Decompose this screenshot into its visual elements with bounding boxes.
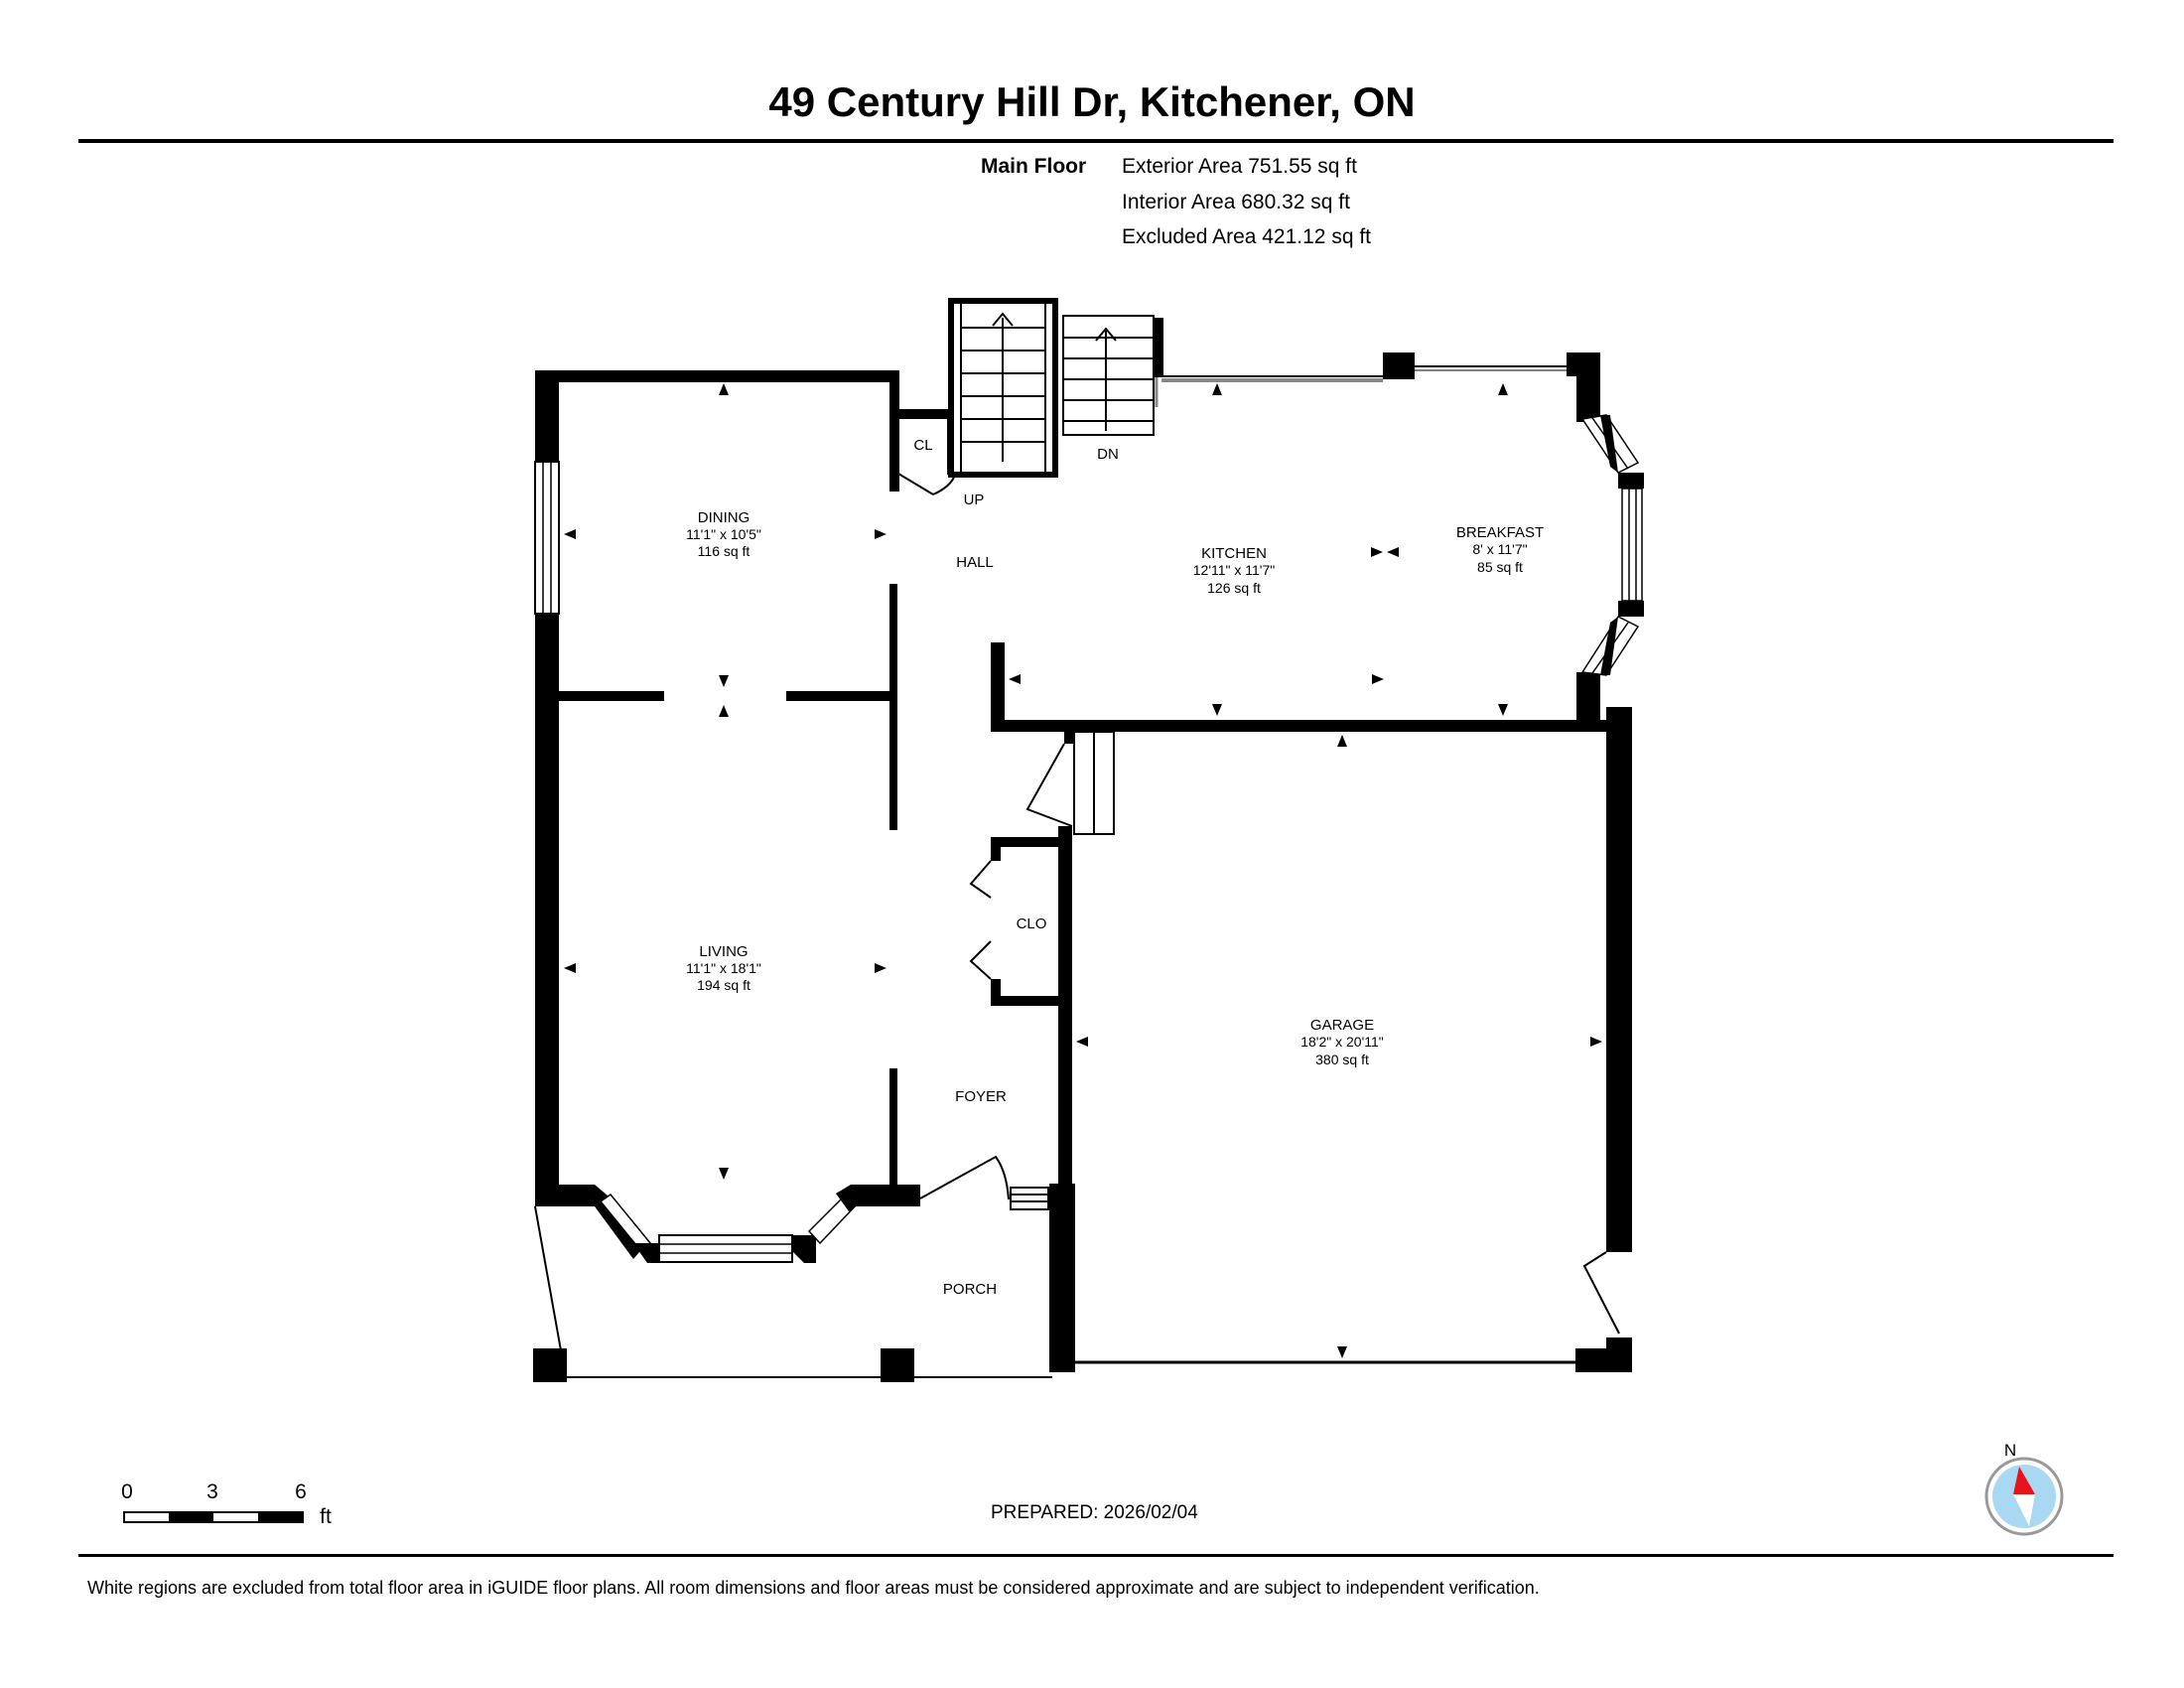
room-garage-name: GARAGE bbox=[1310, 1017, 1374, 1034]
bay-window-living bbox=[595, 1185, 864, 1263]
room-dining-area: 116 sq ft bbox=[698, 543, 751, 559]
room-clo-name: CLO bbox=[1017, 915, 1047, 932]
wall-kitchen-west bbox=[991, 642, 1005, 732]
arrow bbox=[1212, 383, 1222, 395]
excluded-area: Excluded Area 421.12 sq ft bbox=[1122, 225, 1372, 248]
wall-cl-top bbox=[889, 409, 955, 419]
compass-north-label: N bbox=[2004, 1441, 2016, 1460]
wall-west-lower bbox=[535, 614, 559, 1199]
room-living-dims: 11'1" x 18'1" bbox=[686, 960, 761, 976]
arrow bbox=[875, 529, 887, 539]
arrow bbox=[719, 383, 729, 395]
exterior-area: Exterior Area 751.55 sq ft bbox=[1122, 155, 1357, 178]
wall-north-dining bbox=[535, 370, 897, 382]
floor-label: Main Floor bbox=[981, 155, 1087, 178]
wall-bay-lower bbox=[1618, 601, 1644, 617]
room-dining-dims: 11'1" x 10'5" bbox=[686, 526, 761, 542]
prepared-date: PREPARED: 2026/02/04 bbox=[991, 1502, 1198, 1523]
dimension-arrows bbox=[564, 383, 1602, 1358]
room-living-area: 194 sq ft bbox=[697, 977, 751, 993]
room-dining-name: DINING bbox=[698, 509, 751, 526]
wall-garage-se-2 bbox=[1606, 1337, 1632, 1372]
room-kitchen-dims: 12'11" x 11'7" bbox=[1193, 562, 1276, 578]
wall-kitchen-north-post bbox=[1383, 352, 1415, 379]
wall-dining-living-right bbox=[786, 691, 897, 701]
arrow bbox=[1372, 674, 1384, 684]
wall-clo-top bbox=[991, 837, 1062, 847]
wall-west-upper bbox=[535, 370, 559, 462]
walls bbox=[533, 318, 1644, 1382]
wall-hall-west bbox=[889, 584, 897, 830]
room-garage-dims: 18'2" x 20'11" bbox=[1300, 1034, 1384, 1050]
arrow bbox=[1590, 1037, 1602, 1047]
compass-icon: N bbox=[1984, 1441, 2064, 1536]
stairs-up-label: UP bbox=[964, 492, 985, 508]
room-garage-area: 380 sq ft bbox=[1315, 1052, 1369, 1067]
disclaimer-text: White regions are excluded from total fl… bbox=[87, 1578, 1540, 1598]
wall-living-sw bbox=[535, 1185, 595, 1206]
scale-bar: 0 3 6 ft bbox=[121, 1480, 332, 1528]
thin-lines bbox=[534, 365, 1620, 1378]
interior-area: Interior Area 680.32 sq ft bbox=[1122, 191, 1350, 213]
arrow bbox=[719, 675, 729, 687]
arrow bbox=[1009, 674, 1021, 684]
room-porch-name: PORCH bbox=[943, 1281, 997, 1298]
bay-window-breakfast bbox=[1580, 414, 1643, 676]
scale-unit: ft bbox=[320, 1505, 332, 1528]
room-cl-name: CL bbox=[913, 437, 932, 454]
wall-bay-upper bbox=[1618, 473, 1644, 489]
window-west-dining bbox=[534, 461, 560, 615]
stairs-down-label: DN bbox=[1097, 446, 1119, 463]
room-labels: DINING 11'1" x 10'5" 116 sq ft LIVING 11… bbox=[686, 437, 1544, 1298]
wall-clo-bottom-stub bbox=[991, 979, 1001, 1003]
wall-kitchen-north-stub bbox=[1154, 318, 1163, 377]
header-divider bbox=[78, 139, 2114, 143]
arrow bbox=[1387, 547, 1399, 557]
arrow bbox=[1498, 383, 1508, 395]
arrow bbox=[564, 529, 576, 539]
arrow bbox=[564, 963, 576, 973]
stairs-up bbox=[948, 298, 1058, 478]
arrow bbox=[1076, 1037, 1088, 1047]
arrow bbox=[875, 963, 887, 973]
wall-garage-east bbox=[1606, 707, 1632, 1252]
room-living-name: LIVING bbox=[699, 943, 748, 960]
arrow bbox=[1337, 735, 1347, 747]
room-kitchen-area: 126 sq ft bbox=[1207, 580, 1261, 596]
room-breakfast-area: 85 sq ft bbox=[1477, 559, 1523, 575]
wall-stub bbox=[1064, 732, 1074, 744]
wall-breakfast-se bbox=[1576, 672, 1600, 732]
wall-dining-east-top bbox=[889, 370, 899, 492]
arrow bbox=[1212, 704, 1222, 716]
arrow bbox=[719, 1168, 729, 1180]
scale-tick-3: 3 bbox=[206, 1480, 218, 1503]
arrow bbox=[1371, 547, 1383, 557]
arrow bbox=[719, 705, 729, 717]
room-kitchen-name: KITCHEN bbox=[1201, 545, 1267, 562]
scale-tick-6: 6 bbox=[295, 1480, 307, 1503]
wall-clo-top-stub bbox=[991, 837, 1001, 861]
page-title: 49 Century Hill Dr, Kitchener, ON bbox=[768, 78, 1416, 125]
stairs-down bbox=[1062, 315, 1155, 436]
wall-breakfast-ne-2 bbox=[1576, 352, 1600, 422]
room-breakfast-dims: 8' x 11'7" bbox=[1472, 541, 1527, 557]
garage-steps bbox=[1073, 731, 1115, 835]
wall-foyer-south bbox=[851, 1185, 920, 1206]
room-hall-name: HALL bbox=[956, 554, 994, 571]
arrow bbox=[1337, 1346, 1347, 1358]
front-step bbox=[1010, 1187, 1049, 1210]
room-breakfast-name: BREAKFAST bbox=[1456, 524, 1544, 541]
wall-living-east-lower bbox=[889, 1068, 897, 1202]
wall-kitchen-south bbox=[991, 720, 1606, 732]
room-foyer-name: FOYER bbox=[955, 1088, 1007, 1105]
wall-dining-living-left bbox=[559, 691, 664, 701]
arrow bbox=[1498, 704, 1508, 716]
wall-clo-bottom bbox=[991, 996, 1062, 1006]
scale-tick-0: 0 bbox=[121, 1480, 133, 1503]
wall-garage-west-lower bbox=[1049, 1184, 1075, 1372]
footer-divider bbox=[78, 1554, 2114, 1557]
